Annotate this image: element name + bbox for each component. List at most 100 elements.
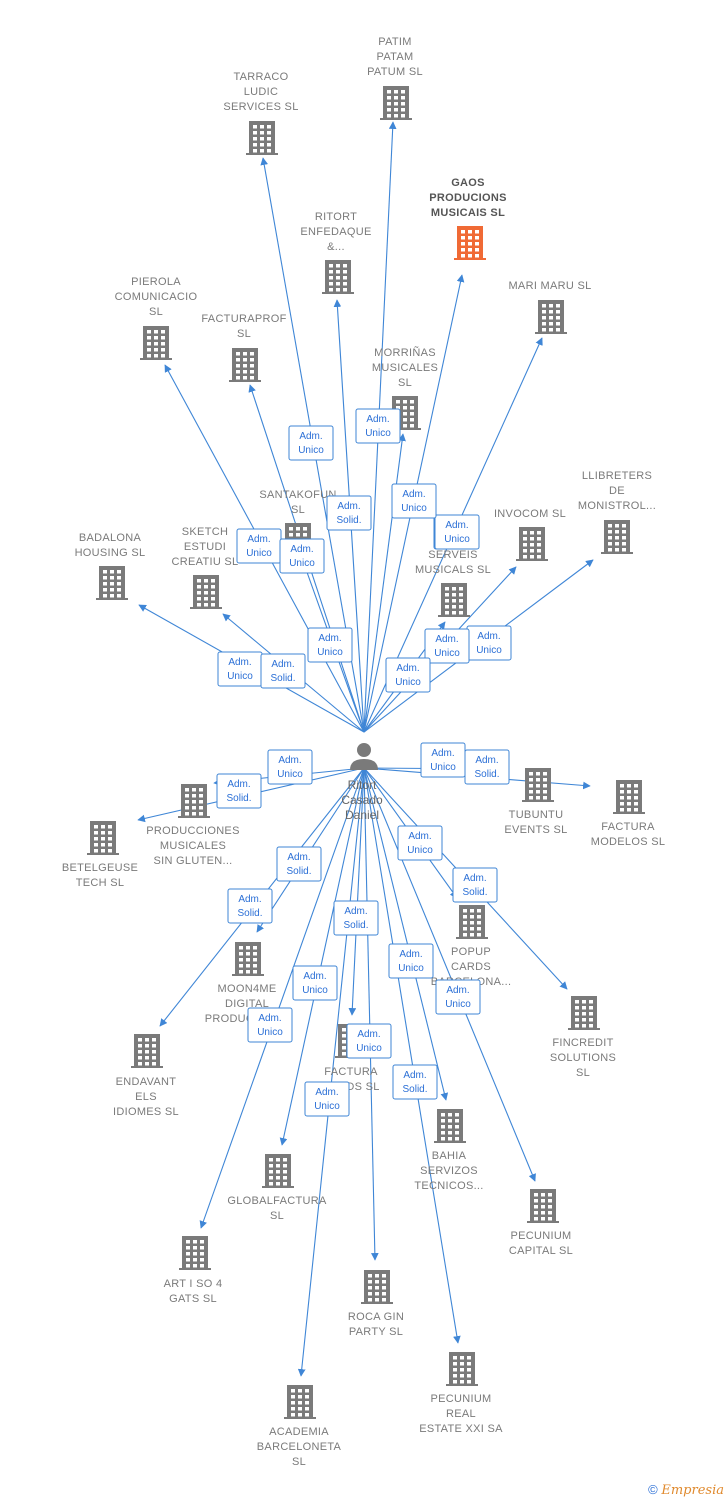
edge-role-badge[interactable]: Adm.Solid.	[326, 495, 372, 531]
edge-role-badge[interactable]: Adm.Unico	[397, 825, 443, 861]
edge-role-badge[interactable]: Adm.Solid.	[276, 846, 322, 882]
badge-box	[452, 867, 498, 903]
company-name-line: ROCA GIN	[348, 1311, 404, 1323]
building-icon	[179, 1236, 211, 1270]
company-name-line: MUSICALS SL	[415, 564, 491, 576]
building-icon	[601, 520, 633, 554]
company-name-line: TECH SL	[76, 877, 125, 889]
company-name-line: COMUNICACIO	[115, 291, 198, 303]
company-node[interactable]: POPUPCARDSBARCELONA...	[431, 905, 512, 988]
edge-line	[363, 767, 379, 1261]
edge-role-badge[interactable]: Adm.Solid.	[392, 1064, 438, 1100]
badge-role-text: Adm.	[303, 971, 326, 982]
company-name-line: EVENTS SL	[504, 824, 567, 836]
company-node[interactable]: INVOCOM SL	[494, 508, 566, 561]
building-icon	[190, 575, 222, 609]
badge-role-text: Adm.	[399, 949, 422, 960]
company-name-line: ART I SO 4	[164, 1278, 223, 1290]
edge-role-badge[interactable]: Adm.Solid.	[452, 867, 498, 903]
badge-role-text: Unico	[257, 1027, 283, 1038]
edge-role-badge[interactable]: Adm.Unico	[420, 742, 466, 778]
edge-role-badge[interactable]: Adm.Solid.	[260, 653, 306, 689]
company-name-line: PATUM SL	[367, 66, 423, 78]
company-name-line: GAOS	[451, 177, 485, 189]
edge-role-badge[interactable]: Adm.Unico	[247, 1007, 293, 1043]
company-name-line: SERVICES SL	[223, 101, 298, 113]
edge-role-badge[interactable]: Adm.Unico	[304, 1081, 350, 1117]
company-node[interactable]: LLIBRETERSDEMONISTROL...	[578, 470, 656, 554]
company-name-line: MODELOS SL	[591, 836, 666, 848]
edge-role-badge[interactable]: Adm.Unico	[388, 943, 434, 979]
badge-box	[227, 888, 273, 924]
company-node[interactable]: RITORTENFEDAQUE&...	[300, 211, 371, 294]
badge-box	[326, 495, 372, 531]
badge-role-text: Unico	[246, 548, 272, 559]
building-icon	[438, 583, 470, 617]
edge-role-badge[interactable]: Adm.Unico	[288, 425, 334, 461]
edge-role-badge[interactable]: Adm.Unico	[217, 651, 263, 687]
building-icon	[446, 1352, 478, 1386]
building-icon	[140, 326, 172, 360]
building-icon	[434, 1109, 466, 1143]
badge-box	[276, 846, 322, 882]
badge-role-text: Unico	[395, 677, 421, 688]
edge-role-badge[interactable]: Adm.Solid.	[216, 773, 262, 809]
edge-role-badge[interactable]: Adm.Unico	[355, 408, 401, 444]
company-node[interactable]: MARI MARU SL	[508, 280, 591, 334]
company-name-line: DE	[609, 485, 625, 497]
edge-line	[279, 767, 365, 1146]
edge-role-badge[interactable]: Adm.Unico	[424, 628, 470, 664]
person-node[interactable]: Ritort Casado Daniel	[341, 743, 383, 822]
edge-role-badge[interactable]: Adm.Unico	[292, 965, 338, 1001]
badge-role-text: Adm.	[318, 633, 341, 644]
edge-role-badge[interactable]: Adm.Unico	[435, 979, 481, 1015]
edge-role-badge[interactable]: Adm.Unico	[466, 625, 512, 661]
edge-role-badge[interactable]: Adm.Unico	[267, 749, 313, 785]
edge-role-badge[interactable]: Adm.Solid.	[464, 749, 510, 785]
edge-role-badge[interactable]: Adm.Unico	[434, 514, 480, 550]
edge-role-badge[interactable]: Adm.Unico	[279, 538, 325, 574]
badge-role-text: Adm.	[278, 755, 301, 766]
badge-box	[279, 538, 325, 574]
company-name-line: MARI MARU SL	[508, 280, 591, 292]
badge-role-text: Adm.	[463, 873, 486, 884]
company-name-line: POPUP	[451, 946, 491, 958]
company-name-line: ESTUDI	[184, 541, 226, 553]
edge-role-badge[interactable]: Adm.Solid.	[333, 900, 379, 936]
badge-role-text: Solid.	[336, 515, 361, 526]
company-name-line: SL	[576, 1067, 590, 1079]
edge-role-badge[interactable]: Adm.Unico	[307, 627, 353, 663]
badge-role-text: Solid.	[226, 793, 251, 804]
edge-role-badge[interactable]: Adm.Unico	[391, 483, 437, 519]
company-name-line: CREATIU SL	[172, 556, 239, 568]
badge-box	[216, 773, 262, 809]
edge-role-badge[interactable]: Adm.Unico	[346, 1023, 392, 1059]
edge-role-badge[interactable]: Adm.Unico	[236, 528, 282, 564]
company-name-line: LLIBRETERS	[582, 470, 652, 482]
company-name-line: PATAM	[377, 51, 414, 63]
badge-role-text: Adm.	[299, 431, 322, 442]
edge-role-badge[interactable]: Adm.Unico	[385, 657, 431, 693]
company-node[interactable]: BAHIASERVIZOSTECNICOS...	[414, 1109, 483, 1192]
badge-box	[288, 425, 334, 461]
edge-role-badge[interactable]: Adm.Solid.	[227, 888, 273, 924]
